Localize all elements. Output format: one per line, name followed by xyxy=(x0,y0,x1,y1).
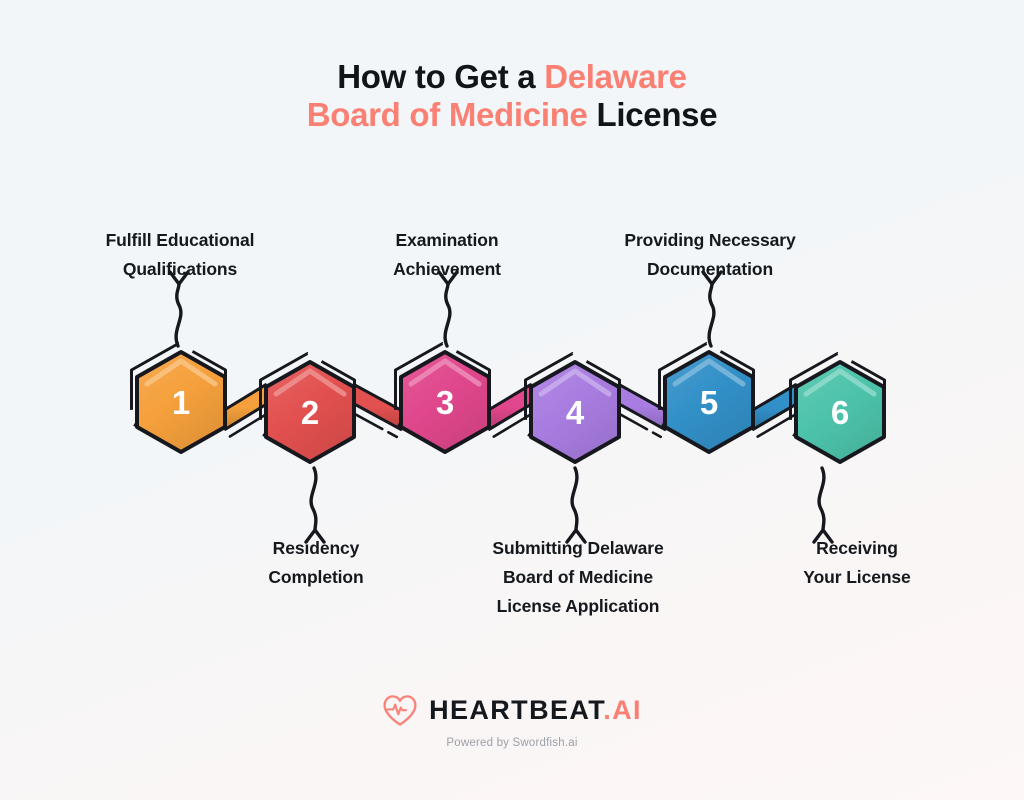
step-label-6-line-2: Your License xyxy=(803,567,911,588)
process-flow-diagram: 1 2 3 4 5 6 xyxy=(130,270,886,544)
brand-wordmark: HEARTBEAT.AI xyxy=(429,697,642,724)
hexagon-highlight-3 xyxy=(408,358,482,387)
arrow-head-step-3 xyxy=(437,270,459,286)
step-label-2-line-2: Completion xyxy=(268,567,364,588)
brand-dot: . xyxy=(603,695,613,725)
brand-suffix: AI xyxy=(612,695,642,725)
step-label-5: Providing Necessary Documentation xyxy=(590,226,830,284)
step-label-4-line-1: Submitting Delaware xyxy=(492,538,664,558)
step-label-3-line-1: Examination xyxy=(395,230,499,250)
arrow-shaft-step-1 xyxy=(174,282,183,348)
step-label-4: Submitting Delaware Board of Medicine Li… xyxy=(456,534,700,621)
hexagon-number-4: 4 xyxy=(566,394,585,431)
title-part-accent-2: Board of Medicine xyxy=(306,96,588,134)
connector-sketch-line-5 xyxy=(756,405,810,438)
step-label-1-line-2: Qualifications xyxy=(122,259,238,280)
hexagon-number-5: 5 xyxy=(700,384,718,421)
arrow-shaft-step-4 xyxy=(570,466,579,532)
step-label-5-line-2: Documentation xyxy=(646,259,774,280)
step-label-2: Residency Completion xyxy=(196,534,436,592)
arrow-shaft-step-2 xyxy=(309,466,318,532)
step-label-6: Receiving Your License xyxy=(752,534,962,592)
arrow-shaft-step-6 xyxy=(817,466,826,532)
arrow-head-step-2 xyxy=(304,528,326,544)
hexagon-highlight-4 xyxy=(538,368,612,397)
title-line-2: Board of Medicine License xyxy=(0,96,1024,134)
footer: HEARTBEAT.AI Powered by Swordfish.ai xyxy=(0,694,1024,749)
step-label-4-line-2: Board of Medicine xyxy=(503,567,653,588)
arrow-head-step-6 xyxy=(812,528,834,544)
arrow-head-step-5 xyxy=(701,270,723,286)
hexagon-highlight-1 xyxy=(144,358,218,387)
step-label-2-line-1: Residency xyxy=(272,538,360,558)
step-label-1: Fulfill Educational Qualifications xyxy=(60,226,300,284)
step-label-3-line-2: Achievement xyxy=(393,259,501,280)
title-part-accent: Delaware xyxy=(544,58,687,95)
title-part-plain-2: License xyxy=(587,96,718,134)
hexagon-number-2: 2 xyxy=(301,394,319,431)
brand-logo: HEARTBEAT.AI xyxy=(382,694,642,727)
arrow-head-step-4 xyxy=(565,528,587,544)
hexagon-highlight-2 xyxy=(273,368,347,397)
step-label-5-line-1: Providing Necessary xyxy=(624,230,796,250)
connector-sketch-line-1 xyxy=(228,405,281,438)
arrow-shaft-step-3 xyxy=(443,282,452,348)
step-label-6-line-1: Receiving xyxy=(816,538,898,558)
step-label-4-line-3: License Application xyxy=(496,596,660,617)
hexagon-highlight-6 xyxy=(803,368,877,397)
brand-main: HEARTBEAT xyxy=(429,695,604,725)
title-part-plain: How to Get a xyxy=(337,58,545,95)
heart-pulse-icon xyxy=(383,695,417,726)
title-line-1: How to Get a Delaware xyxy=(0,58,1024,96)
hexagon-number-6: 6 xyxy=(831,394,849,431)
arrow-group xyxy=(168,270,834,544)
hexagon-number-3: 3 xyxy=(436,384,454,421)
arrow-shaft-step-5 xyxy=(707,282,716,348)
connector-sketch-line-3 xyxy=(492,405,546,438)
page-title: How to Get a Delaware Board of Medicine … xyxy=(0,58,1024,135)
step-label-3: Examination Achievement xyxy=(330,226,564,284)
hexagon-number-1: 1 xyxy=(172,384,190,421)
brand-tagline: Powered by Swordfish.ai xyxy=(446,737,578,749)
step-label-1-line-1: Fulfill Educational xyxy=(105,230,255,250)
arrow-head-step-1 xyxy=(168,270,190,286)
hexagon-highlight-5 xyxy=(672,358,746,387)
